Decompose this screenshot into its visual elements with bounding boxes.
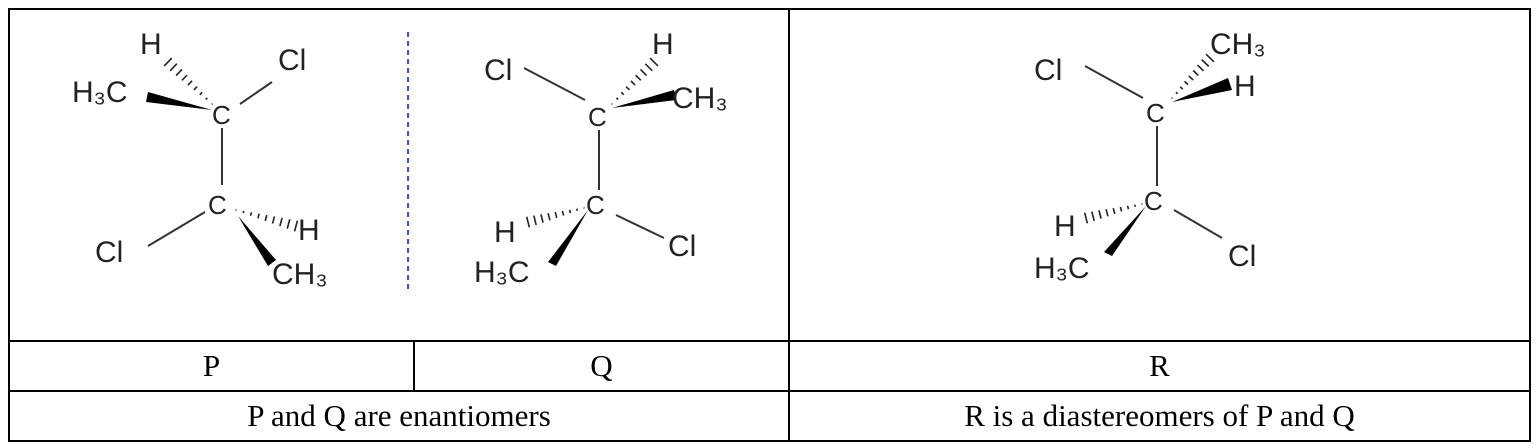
atom-ch3: CH₃ (672, 82, 728, 115)
pq-structures: H H₃C Cl C C Cl H CH₃ (72, 28, 728, 291)
label-q: Q (413, 340, 790, 392)
r-structure: Cl CH₃ H C C H H₃C Cl (1034, 28, 1266, 285)
molecule-p: H H₃C Cl C C Cl H CH₃ (72, 28, 328, 291)
atom-h: H (298, 214, 320, 247)
label-r: R (788, 340, 1531, 392)
atom-cl: Cl (95, 236, 123, 269)
atom-ch3: H₃C (474, 256, 530, 289)
atom-cl: Cl (668, 230, 696, 263)
hashed-wedge-bond (163, 57, 213, 105)
atom-h: H (1054, 210, 1076, 243)
atom-h: H (140, 28, 162, 61)
atom-ch3: H₃C (72, 76, 128, 109)
atom-c: C (586, 190, 605, 220)
molecule-q: Cl H CH₃ C C H H₃C Cl (474, 28, 728, 289)
hashed-wedge-bond (525, 207, 585, 228)
hashed-wedge-bond (1083, 203, 1143, 224)
molecule-r: Cl CH₃ H C C H H₃C Cl (1034, 28, 1266, 285)
atom-c: C (1144, 186, 1163, 216)
atom-c: C (588, 102, 607, 132)
atom-h: H (494, 216, 516, 249)
atom-ch3: CH₃ (1210, 28, 1266, 61)
atom-c: C (212, 100, 231, 130)
atom-h: H (1234, 70, 1256, 103)
atom-c: C (208, 190, 227, 220)
atom-h: H (652, 28, 674, 61)
hashed-wedge-bond (1171, 53, 1215, 99)
stereoisomer-table: H H₃C Cl C C Cl H CH₃ (8, 8, 1531, 442)
r-structure-cell: Cl CH₃ H C C H H₃C Cl (788, 8, 1531, 342)
atom-cl: Cl (278, 44, 306, 77)
note-r: R is a diastereomers of P and Q (788, 390, 1531, 442)
label-p: P (8, 340, 415, 392)
atom-ch3: CH₃ (272, 258, 328, 291)
atom-cl: Cl (484, 54, 512, 87)
hashed-wedge-bond (611, 57, 659, 105)
pq-structures-cell: H H₃C Cl C C Cl H CH₃ (8, 8, 790, 342)
atom-ch3: H₃C (1034, 252, 1090, 285)
hashed-wedge-bond (235, 209, 299, 232)
atom-cl: Cl (1228, 240, 1256, 273)
atom-cl: Cl (1034, 54, 1062, 87)
note-pq: P and Q are enantiomers (8, 390, 790, 442)
atom-c: C (1146, 98, 1165, 128)
